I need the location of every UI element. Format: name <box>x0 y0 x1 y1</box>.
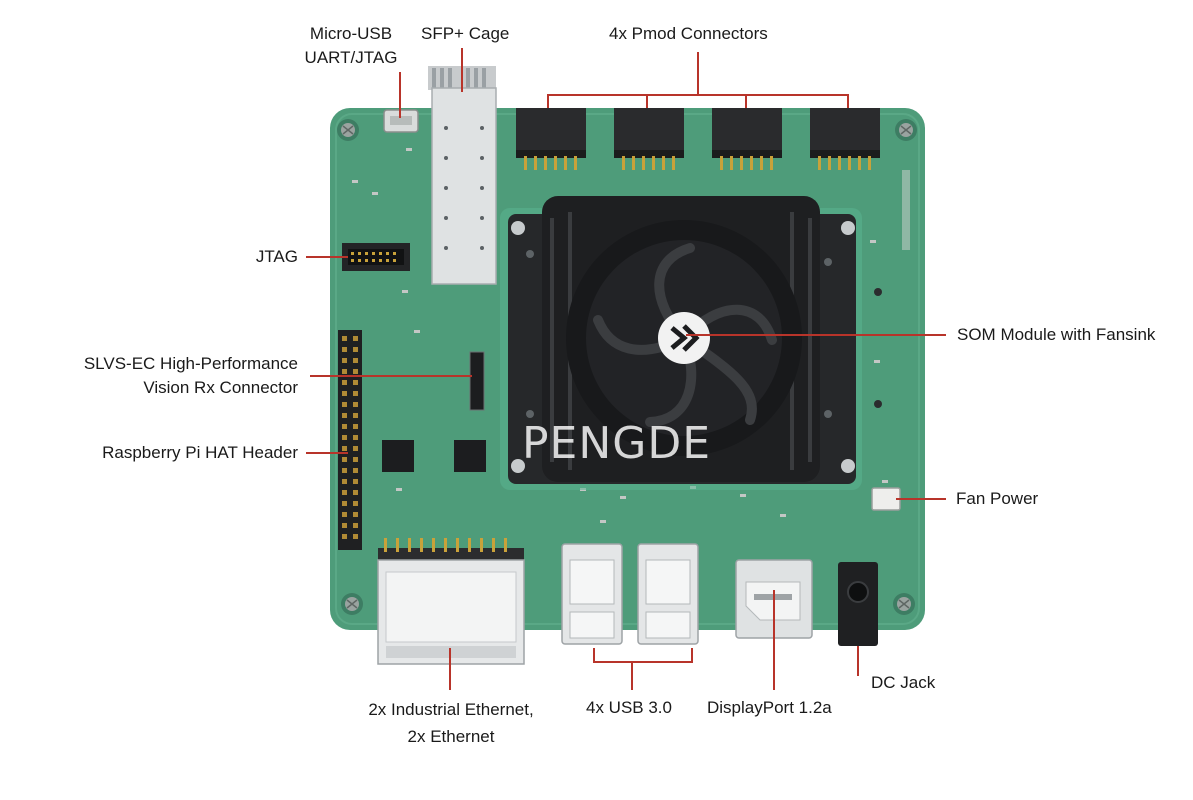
slvs-ec-connector <box>469 351 485 411</box>
label-sfp-cage: SFP+ Cage <box>421 24 510 43</box>
label-slvs-ec-line2: Vision Rx Connector <box>143 378 298 397</box>
label-usb: 4x USB 3.0 <box>586 698 672 717</box>
watermark: PENGDE <box>522 418 712 469</box>
som-heatsink <box>500 196 862 490</box>
mount-hole-bl <box>341 593 363 615</box>
jtag-header <box>342 243 410 271</box>
label-micro-usb-line1: Micro-USB <box>309 24 393 43</box>
label-micro-usb: Micro-USB UART/JTAG <box>296 22 406 70</box>
rpi-hat-header <box>338 330 362 550</box>
mount-hole-tl <box>337 119 359 141</box>
label-micro-usb-line2: UART/JTAG <box>304 48 398 67</box>
label-jtag: JTAG <box>255 247 298 266</box>
label-ethernet-line2: 2x Ethernet <box>407 727 495 746</box>
label-slvs-ec-line1: SLVS-EC High-Performance <box>83 354 298 373</box>
dc-jack <box>838 562 878 646</box>
ethernet-block <box>377 538 525 665</box>
usb-ports <box>561 543 699 645</box>
ic-chip-left <box>382 440 414 472</box>
mount-hole-br <box>893 593 915 615</box>
label-ethernet: 2x Industrial Ethernet, 2x Ethernet <box>346 696 556 750</box>
mount-hole-tr <box>895 119 917 141</box>
label-displayport: DisplayPort 1.2a <box>707 698 832 717</box>
leader-lines <box>306 48 946 690</box>
label-ethernet-line1: 2x Industrial Ethernet, <box>368 700 534 719</box>
label-fan-power: Fan Power <box>956 489 1039 508</box>
pmod-connectors <box>516 108 880 170</box>
label-rpi-hat-header: Raspberry Pi HAT Header <box>102 443 298 462</box>
label-dc-jack: DC Jack <box>871 673 936 692</box>
label-som-module: SOM Module with Fansink <box>957 325 1156 344</box>
fan-power-connector <box>871 487 901 511</box>
label-pmod-connectors: 4x Pmod Connectors <box>609 24 768 43</box>
label-slvs-ec: SLVS-EC High-Performance Vision Rx Conne… <box>40 352 298 400</box>
sfp-cage <box>428 66 497 285</box>
ic-chip-right <box>454 440 486 472</box>
